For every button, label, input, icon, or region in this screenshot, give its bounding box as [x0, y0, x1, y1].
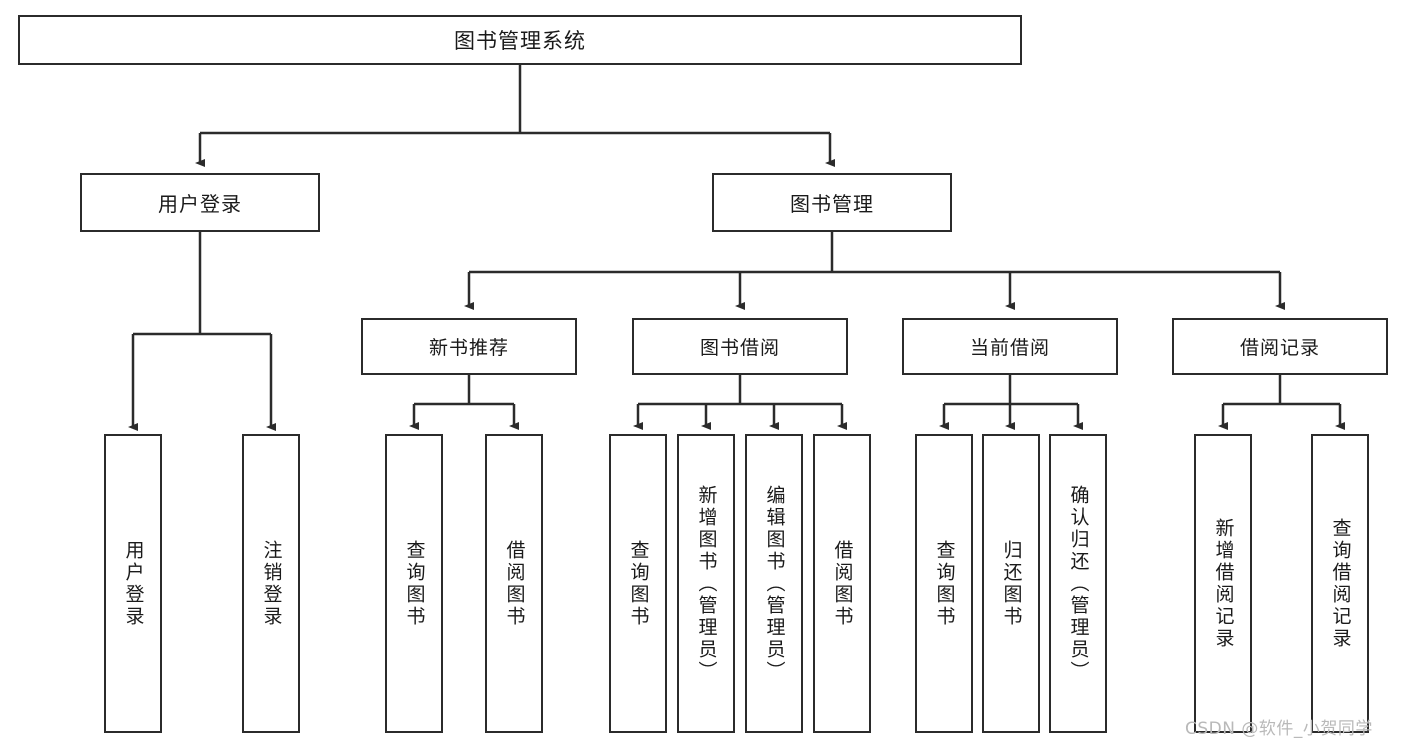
node-book-manage[interactable]: 图书管理: [712, 173, 952, 232]
leaf-query-book-2[interactable]: 查询图书: [609, 434, 667, 733]
leaf-query-book-1[interactable]: 查询图书: [385, 434, 443, 733]
node-current-borrow-label: 当前借阅: [969, 337, 1050, 359]
node-user-login-label: 用户登录: [158, 192, 242, 216]
leaf-logout-login[interactable]: 注销登录: [242, 434, 300, 733]
node-book-borrow[interactable]: 图书借阅: [632, 318, 848, 375]
node-root-label: 图书管理系统: [454, 29, 586, 53]
node-borrow-record[interactable]: 借阅记录: [1172, 318, 1388, 375]
node-book-manage-label: 图书管理: [790, 192, 874, 216]
node-new-book-recommend-label: 新书推荐: [428, 337, 509, 359]
leaf-logout-login-label: 注销登录: [260, 539, 283, 628]
node-book-borrow-label: 图书借阅: [699, 337, 780, 359]
leaf-query-book-3-label: 查询图书: [933, 539, 956, 628]
leaf-borrow-book-1[interactable]: 借阅图书: [485, 434, 543, 733]
leaf-user-login[interactable]: 用户登录: [104, 434, 162, 733]
leaf-confirm-return[interactable]: 确认归还（管理员）: [1049, 434, 1107, 733]
leaf-user-login-label: 用户登录: [122, 539, 145, 628]
leaf-return-book[interactable]: 归还图书: [982, 434, 1040, 733]
leaf-add-record-label: 新增借阅记录: [1212, 517, 1235, 650]
leaf-query-book-2-label: 查询图书: [627, 539, 650, 628]
node-current-borrow[interactable]: 当前借阅: [902, 318, 1118, 375]
leaf-borrow-book-2-label: 借阅图书: [831, 539, 854, 628]
leaf-borrow-book-1-label: 借阅图书: [503, 539, 526, 628]
leaf-query-book-1-label: 查询图书: [403, 539, 426, 628]
node-new-book-recommend[interactable]: 新书推荐: [361, 318, 577, 375]
leaf-add-record[interactable]: 新增借阅记录: [1194, 434, 1252, 733]
node-user-login[interactable]: 用户登录: [80, 173, 320, 232]
leaf-add-book-label: 新增图书（管理员）: [695, 484, 718, 683]
leaf-add-book[interactable]: 新增图书（管理员）: [677, 434, 735, 733]
node-borrow-record-label: 借阅记录: [1239, 337, 1320, 359]
watermark: CSDN @软件_小贺同学: [1185, 719, 1373, 739]
leaf-confirm-return-label: 确认归还（管理员）: [1067, 484, 1090, 683]
leaf-query-record[interactable]: 查询借阅记录: [1311, 434, 1369, 733]
leaf-edit-book[interactable]: 编辑图书（管理员）: [745, 434, 803, 733]
leaf-borrow-book-2[interactable]: 借阅图书: [813, 434, 871, 733]
leaf-return-book-label: 归还图书: [1000, 539, 1023, 628]
leaf-query-book-3[interactable]: 查询图书: [915, 434, 973, 733]
leaf-edit-book-label: 编辑图书（管理员）: [763, 484, 786, 683]
node-root[interactable]: 图书管理系统: [18, 15, 1022, 65]
leaf-query-record-label: 查询借阅记录: [1329, 517, 1352, 650]
